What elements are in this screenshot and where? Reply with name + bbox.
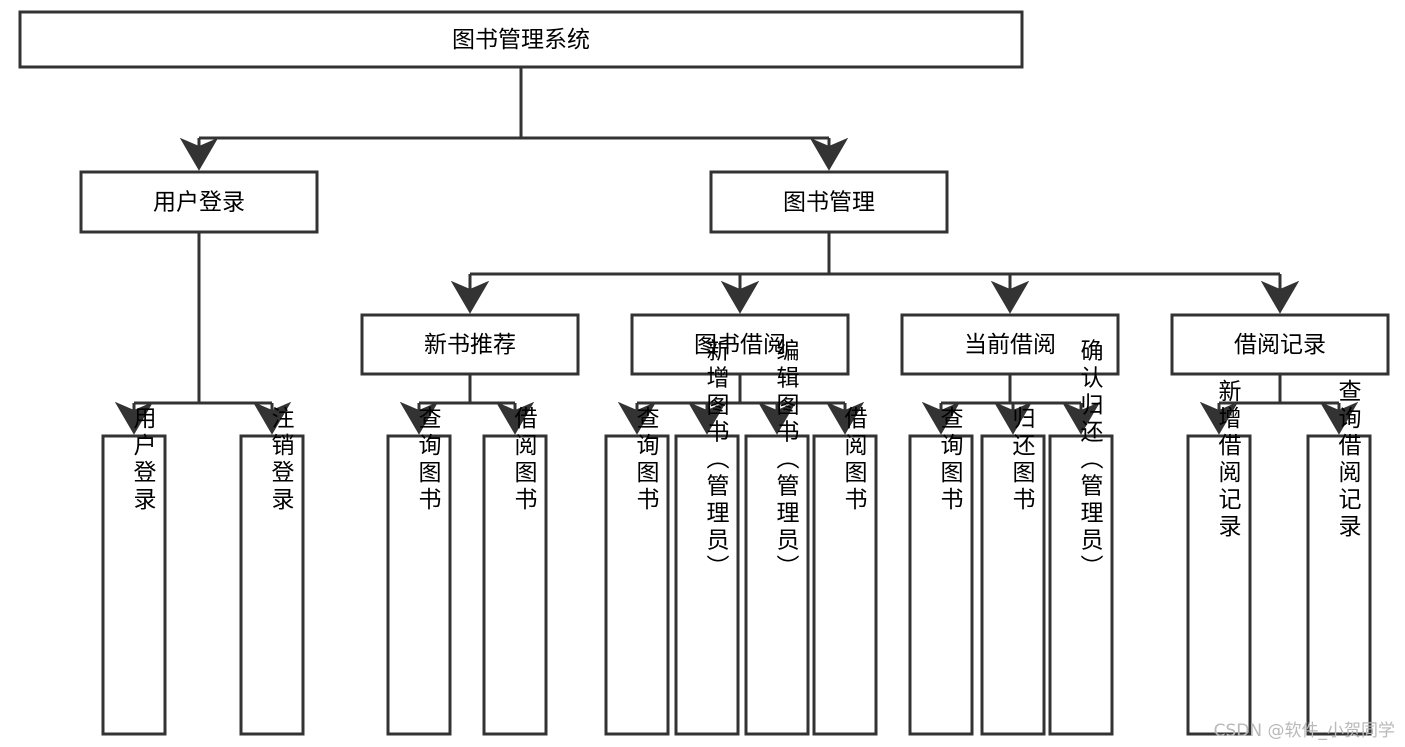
node-label: 借阅图书 bbox=[510, 406, 538, 514]
leaf-leaf-user-login[interactable]: 用户登录 bbox=[101, 406, 167, 736]
node-label: 借阅记录 bbox=[1234, 332, 1326, 358]
leaf-leaf-query-book-2[interactable]: 查询图书 bbox=[604, 406, 670, 736]
box-outline bbox=[900, 313, 1120, 376]
node-label: 新增借阅记录 bbox=[1214, 379, 1242, 541]
box-outline bbox=[79, 170, 319, 234]
node-root[interactable]: 图书管理系统 bbox=[18, 10, 1024, 69]
box-outline bbox=[482, 434, 548, 736]
node-label: 新书推荐 bbox=[424, 332, 516, 358]
node-label: 图书管理 bbox=[783, 190, 875, 216]
leaf-leaf-edit-book[interactable]: 编辑图书（管理员） bbox=[744, 339, 810, 736]
box-outline bbox=[709, 170, 949, 234]
node-label: 注销登录 bbox=[267, 406, 295, 514]
box-outline bbox=[630, 313, 850, 376]
box-outline bbox=[1048, 434, 1114, 736]
node-label: 查询图书 bbox=[936, 406, 964, 514]
node-label: 新增图书（管理员） bbox=[702, 339, 730, 582]
box-outline bbox=[674, 434, 740, 736]
node-label: 查询图书 bbox=[414, 406, 442, 514]
node-label: 图书借阅 bbox=[694, 332, 786, 358]
box-outline bbox=[18, 10, 1024, 69]
node-new-book-rec[interactable]: 新书推荐 bbox=[360, 313, 580, 376]
connector-layer bbox=[114, 67, 1359, 435]
box-outline bbox=[239, 434, 305, 736]
leaf-leaf-add-book[interactable]: 新增图书（管理员） bbox=[674, 339, 740, 736]
node-label: 用户登录 bbox=[129, 406, 157, 514]
box-outline bbox=[908, 434, 974, 736]
node-book-borrow[interactable]: 图书借阅 bbox=[630, 313, 850, 376]
node-label: 确认归还（管理员） bbox=[1076, 339, 1104, 582]
leaf-leaf-query-book-1[interactable]: 查询图书 bbox=[386, 406, 452, 736]
csdn-watermark: CSDN @软件_小贺同学 bbox=[1213, 721, 1395, 741]
box-outline bbox=[812, 434, 878, 736]
leaf-leaf-query-book-3[interactable]: 查询图书 bbox=[908, 406, 974, 736]
node-label: 归还图书 bbox=[1008, 406, 1036, 514]
leaf-leaf-borrow-book-2[interactable]: 借阅图书 bbox=[812, 406, 878, 736]
node-layer: 图书管理系统用户登录图书管理新书推荐图书借阅当前借阅借阅记录用户登录注销登录查询… bbox=[18, 10, 1390, 736]
node-label: 查询图书 bbox=[632, 406, 660, 514]
node-label: 编辑图书（管理员） bbox=[772, 339, 800, 582]
leaf-leaf-logout[interactable]: 注销登录 bbox=[239, 406, 305, 736]
leaf-leaf-add-record[interactable]: 新增借阅记录 bbox=[1186, 379, 1252, 736]
box-outline bbox=[1170, 313, 1390, 376]
node-book-manage[interactable]: 图书管理 bbox=[709, 170, 949, 234]
node-label: 用户登录 bbox=[153, 190, 245, 216]
node-label: 当前借阅 bbox=[964, 332, 1056, 358]
box-outline bbox=[1186, 434, 1252, 736]
box-outline bbox=[360, 313, 580, 376]
leaf-leaf-borrow-book-1[interactable]: 借阅图书 bbox=[482, 406, 548, 736]
leaf-leaf-return-book[interactable]: 归还图书 bbox=[980, 406, 1046, 736]
node-borrow-record[interactable]: 借阅记录 bbox=[1170, 313, 1390, 376]
box-outline bbox=[980, 434, 1046, 736]
leaf-leaf-confirm-return[interactable]: 确认归还（管理员） bbox=[1048, 339, 1114, 736]
leaf-leaf-query-record[interactable]: 查询借阅记录 bbox=[1306, 379, 1372, 736]
box-outline bbox=[604, 434, 670, 736]
box-outline bbox=[744, 434, 810, 736]
node-current-borrow[interactable]: 当前借阅 bbox=[900, 313, 1120, 376]
box-outline bbox=[386, 434, 452, 736]
node-label: 图书管理系统 bbox=[452, 27, 590, 53]
node-user-login[interactable]: 用户登录 bbox=[79, 170, 319, 234]
box-outline bbox=[1306, 434, 1372, 736]
node-label: 查询借阅记录 bbox=[1334, 379, 1362, 541]
box-outline bbox=[101, 434, 167, 736]
node-label: 借阅图书 bbox=[840, 406, 868, 514]
